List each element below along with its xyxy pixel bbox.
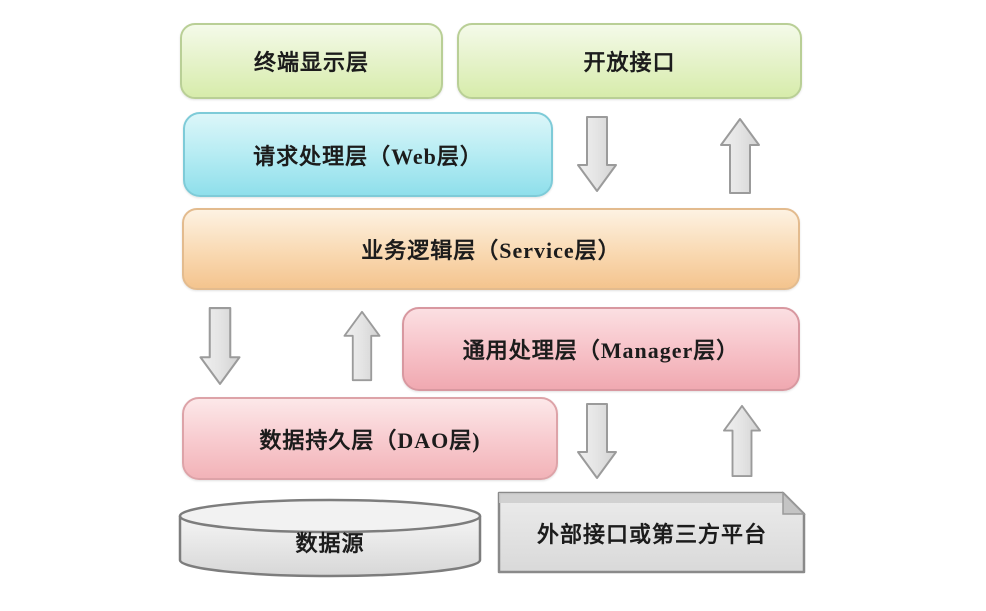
node-terminal-display-layer: 终端显示层	[180, 23, 443, 99]
arrow-up-from-service-icon	[720, 118, 760, 194]
node-open-api: 开放接口	[457, 23, 802, 99]
node-label: 请求处理层（Web层）	[253, 143, 483, 169]
data-source-cylinder	[178, 498, 482, 578]
node-service-layer: 业务逻辑层（Service层）	[182, 208, 800, 290]
arrow-up-from-external-icon	[723, 404, 761, 478]
node-external-platform: 外部接口或第三方平台	[496, 500, 808, 566]
arrow-down-to-service-icon	[577, 116, 617, 192]
arrow-down-to-dao-icon	[199, 307, 241, 385]
node-manager-layer: 通用处理层（Manager层）	[402, 307, 800, 391]
node-dao-layer: 数据持久层（DAO层)	[182, 397, 558, 480]
node-label: 开放接口	[583, 50, 676, 75]
arrow-up-from-dao-icon	[343, 310, 381, 382]
node-label: 数据源	[295, 531, 365, 556]
node-label: 终端显示层	[253, 50, 369, 75]
node-web-layer: 请求处理层（Web层）	[183, 112, 553, 197]
node-label: 数据持久层（DAO层)	[259, 427, 481, 453]
node-data-source: 数据源	[176, 514, 484, 570]
node-label: 外部接口或第三方平台	[536, 522, 767, 547]
arrow-down-to-external-icon	[577, 403, 617, 479]
node-label: 通用处理层（Manager层）	[462, 338, 740, 363]
node-label: 业务逻辑层（Service层）	[361, 238, 621, 263]
external-platform-shape	[497, 491, 806, 574]
